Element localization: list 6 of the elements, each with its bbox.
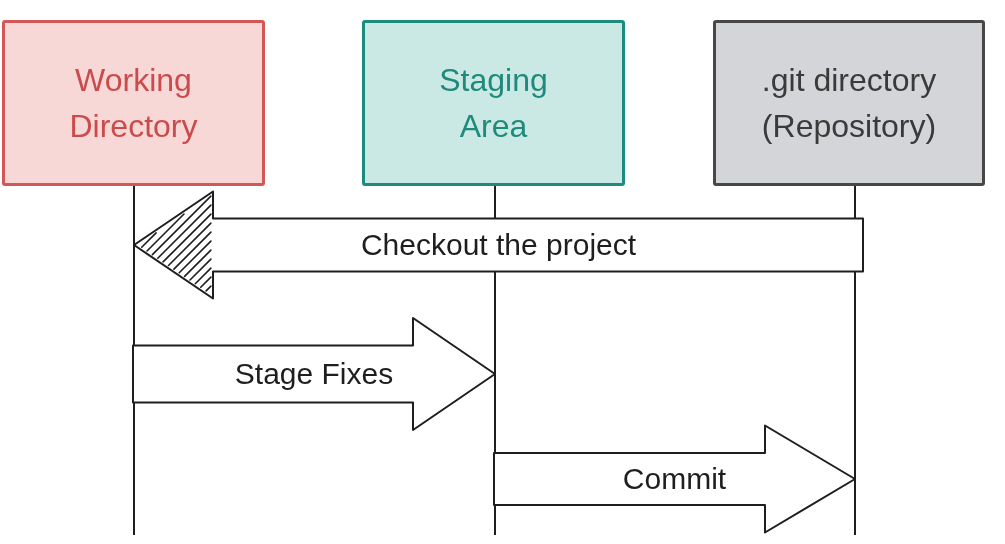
- process-box: [713, 20, 985, 186]
- node-label: .git directory (Repository): [760, 61, 938, 146]
- node-label: Staging Area: [438, 61, 549, 146]
- process-box: [2, 20, 265, 186]
- process-box: [362, 20, 625, 186]
- node-label: Working Directory: [68, 61, 199, 146]
